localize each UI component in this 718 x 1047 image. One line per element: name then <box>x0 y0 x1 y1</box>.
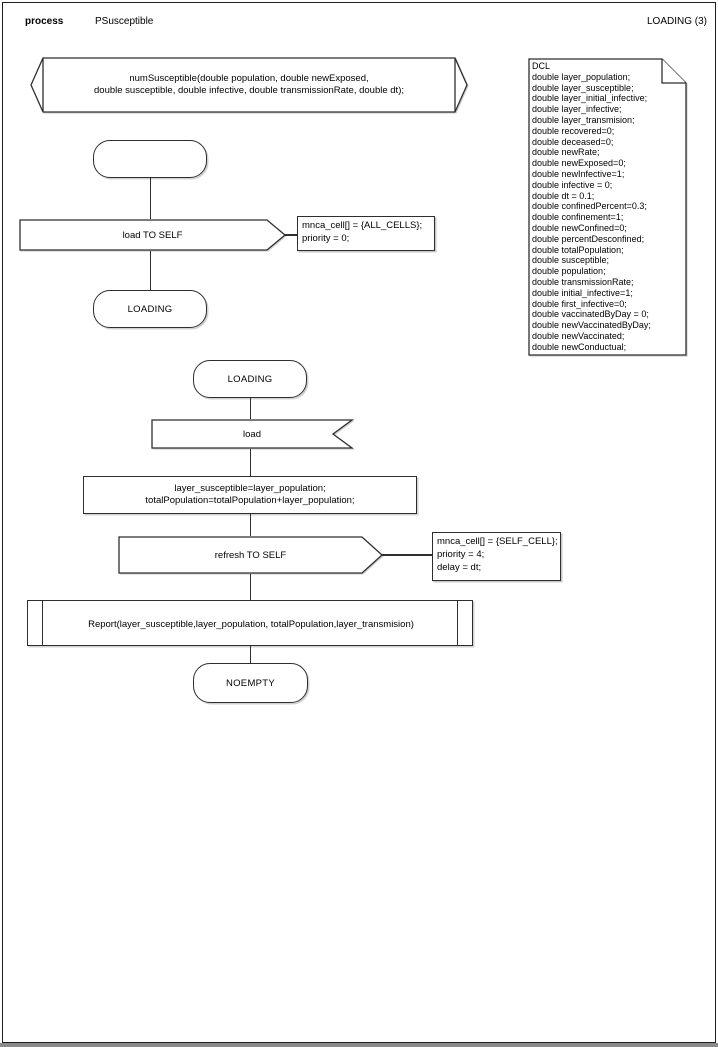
procedure-start-shape <box>30 57 468 113</box>
annotation-line: priority = 4; <box>437 549 485 560</box>
input-signal-load <box>151 419 354 449</box>
annotation-line: delay = dt; <box>437 562 482 573</box>
dcl-declaration-line: double newInfective=1; <box>532 168 625 179</box>
dcl-declaration-line: double dt = 0.1; <box>532 190 595 201</box>
connector-load-to-annotation <box>285 234 297 236</box>
connector-refresh-to-report <box>249 574 251 600</box>
dcl-declaration-line: double infective = 0; <box>532 179 613 190</box>
dcl-declaration-line: double layer_initial_infective; <box>532 93 648 104</box>
report-call-label: Report(layer_susceptible,layer_populatio… <box>88 618 414 630</box>
dcl-note-text: DCL double layer_population;double layer… <box>532 61 684 353</box>
state-loading-label: LOADING <box>227 373 273 385</box>
dcl-declaration-line: double vaccinatedByDay = 0; <box>532 309 649 320</box>
annotation-self-cell: mnca_cell[] = {SELF_CELL}; priority = 4; d… <box>432 532 561 581</box>
state-loading-next-label: LOADING <box>127 303 173 315</box>
state-noempty: NOEMPTY <box>193 663 308 703</box>
dcl-declaration-line: double first_infective=0; <box>532 298 627 309</box>
task-line1: layer_susceptible=layer_population; <box>174 483 326 494</box>
dcl-declaration-line: double transmissionRate; <box>532 276 634 287</box>
connector-load-to-loading <box>149 251 151 290</box>
dcl-declaration-line: double newVaccinatedByDay; <box>532 320 651 331</box>
dcl-declaration-line: double totalPopulation; <box>532 244 624 255</box>
dcl-declaration-line: double layer_susceptible; <box>532 82 634 93</box>
page-state-label: LOADING (3) <box>646 16 707 27</box>
dcl-declaration-line: double confinedPercent=0.3; <box>532 201 647 212</box>
dcl-declaration-line: double recovered=0; <box>532 125 615 136</box>
annotation-line: mnca_cell[] = {SELF_CELL}; <box>437 536 558 547</box>
annotation-line: priority = 0; <box>302 233 350 244</box>
dcl-declaration-line: double layer_population; <box>532 71 631 82</box>
annotation-line: mnca_cell[] = {ALL_CELLS}; <box>302 220 423 231</box>
dcl-declaration-line: double confinement=1; <box>532 212 624 223</box>
dcl-declaration-line: double newConfined=0; <box>532 222 627 233</box>
state-loading: LOADING <box>193 360 307 398</box>
dcl-title: DCL <box>532 61 551 71</box>
dcl-declaration-line: double population; <box>532 266 606 277</box>
process-kind-label: process <box>25 16 64 27</box>
dcl-declaration-line: double deceased=0; <box>532 136 614 147</box>
dcl-declaration-line: double newVaccinated; <box>532 330 625 341</box>
procedure-call-report: Report(layer_susceptible,layer_populatio… <box>27 600 473 646</box>
connector-input-to-task <box>249 449 251 476</box>
procedure-call-right-bar <box>457 601 458 645</box>
dcl-declaration-line: double susceptible; <box>532 255 610 266</box>
dcl-note-shape <box>528 58 687 356</box>
connector-refresh-to-annotation <box>382 554 432 556</box>
task-assignments: layer_susceptible=layer_population; tota… <box>83 476 417 514</box>
state-noempty-label: NOEMPTY <box>225 677 276 689</box>
connector-report-to-noempty <box>249 646 251 663</box>
connector-task-to-refresh <box>249 514 251 536</box>
state-loading-next: LOADING <box>93 290 207 328</box>
task-line2: totalPopulation=totalPopulation+layer_po… <box>145 495 355 506</box>
dcl-declaration-line: double newExposed=0; <box>532 158 626 169</box>
connector-start-to-load <box>149 178 151 219</box>
dcl-declarations: double layer_population;double layer_sus… <box>532 72 684 353</box>
dcl-declaration-line: double percentDesconfined; <box>532 233 645 244</box>
start-state <box>93 140 207 178</box>
procedure-call-left-bar <box>42 601 43 645</box>
dcl-declaration-line: double layer_transmision; <box>532 114 635 125</box>
note-fold-corner <box>661 59 686 84</box>
dcl-declaration-line: double initial_infective=1; <box>532 287 633 298</box>
annotation-all-cells: mnca_cell[] = {ALL_CELLS}; priority = 0; <box>297 216 435 251</box>
page-bottom-edge <box>0 1043 718 1047</box>
dcl-declaration-line: double newRate; <box>532 147 600 158</box>
output-signal-load-to-self <box>19 219 287 251</box>
output-signal-refresh-to-self <box>118 536 383 574</box>
process-name: PSusceptible <box>95 16 154 27</box>
dcl-declaration-line: double newConductual; <box>532 341 627 352</box>
connector-loading-to-input <box>249 398 251 419</box>
dcl-declaration-line: double layer_infective; <box>532 104 622 115</box>
